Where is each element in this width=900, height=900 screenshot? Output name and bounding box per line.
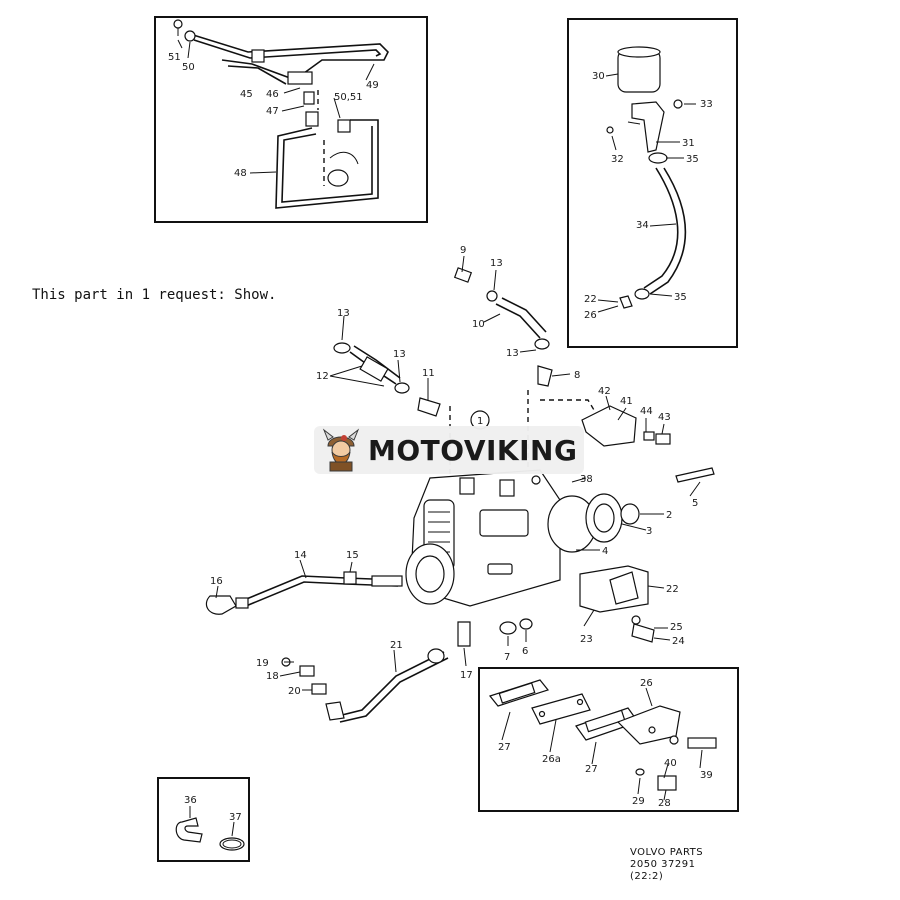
catalog-line-3: (22:2) xyxy=(630,871,664,882)
callout-2: 2 xyxy=(666,510,672,521)
callout-33: 33 xyxy=(700,99,713,110)
callout-46: 46 xyxy=(266,89,279,100)
callout-17: 17 xyxy=(460,670,473,681)
callout-23: 23 xyxy=(580,634,593,645)
callout-13-mid: 13 xyxy=(506,348,519,359)
request-note: This part in 1 request: Show. xyxy=(32,287,277,303)
callout-36: 36 xyxy=(184,795,197,806)
callout-19: 19 xyxy=(256,658,269,669)
catalog-line-2: 2050 37291 xyxy=(630,859,696,870)
callout-22: 22 xyxy=(666,584,679,595)
callout-30: 30 xyxy=(592,71,605,82)
callout-4: 4 xyxy=(602,546,608,557)
motoviking-logo: MOTOVIKING xyxy=(314,426,584,474)
callout-13-lower: 13 xyxy=(393,349,406,360)
catalog-line-1: VOLVO PARTS xyxy=(630,847,704,858)
callout-38: 38 xyxy=(580,474,593,485)
callout-40: 40 xyxy=(664,758,677,769)
callout-43: 43 xyxy=(658,412,671,423)
callout-44: 44 xyxy=(640,406,653,417)
inset-flange-assembly: 26 27 26a 27 40 39 29 28 xyxy=(478,667,739,812)
callout-27-left: 27 xyxy=(498,742,511,753)
callout-41: 41 xyxy=(620,396,633,407)
callout-35-top: 35 xyxy=(686,154,699,165)
callout-49: 49 xyxy=(366,80,379,91)
callout-35-bottom: 35 xyxy=(674,292,687,303)
callout-45: 45 xyxy=(240,89,253,100)
callout-5: 5 xyxy=(692,498,698,509)
callout-9: 9 xyxy=(460,245,466,256)
callout-12: 12 xyxy=(316,371,329,382)
callout-10: 10 xyxy=(472,319,485,330)
callout-50-51: 50,51 xyxy=(334,92,363,103)
callout-26-inset: 26 xyxy=(584,310,597,321)
callout-15: 15 xyxy=(346,550,359,561)
callout-51: 51 xyxy=(168,52,181,63)
callout-7: 7 xyxy=(504,652,510,663)
callout-13-left: 13 xyxy=(337,308,350,319)
callout-50: 50 xyxy=(182,62,195,73)
callout-34: 34 xyxy=(636,220,649,231)
callout-47: 47 xyxy=(266,106,279,117)
logo-brand-text: MOTOVIKING xyxy=(368,433,578,467)
callout-22-inset: 22 xyxy=(584,294,597,305)
inset-oil-pipe-assembly: 51 50 49 45 46 50,51 47 48 xyxy=(154,16,428,223)
callout-29: 29 xyxy=(632,796,645,807)
callout-48: 48 xyxy=(234,168,247,179)
callout-11: 11 xyxy=(422,368,435,379)
callout-37: 37 xyxy=(229,812,242,823)
callout-39: 39 xyxy=(700,770,713,781)
callout-8: 8 xyxy=(574,370,580,381)
callout-13-top: 13 xyxy=(490,258,503,269)
callout-25: 25 xyxy=(670,622,683,633)
callout-3: 3 xyxy=(646,526,652,537)
main-compressor-assembly: 1 xyxy=(205,245,715,723)
inset-air-filter-assembly: 30 33 31 32 35 34 35 22 26 xyxy=(567,18,738,348)
inset-clamp-ring: 36 37 xyxy=(157,777,250,862)
callout-26: 26 xyxy=(640,678,653,689)
catalog-reference: VOLVO PARTS 2050 37291 (22:2) xyxy=(630,847,703,883)
callout-24: 24 xyxy=(672,636,685,647)
callout-26a: 26a xyxy=(542,754,561,765)
callout-1: 1 xyxy=(477,416,483,427)
callout-14: 14 xyxy=(294,550,307,561)
callout-27-right: 27 xyxy=(585,764,598,775)
callout-21: 21 xyxy=(390,640,403,651)
callout-42: 42 xyxy=(598,386,611,397)
callout-32: 32 xyxy=(611,154,624,165)
callout-28: 28 xyxy=(658,798,671,809)
viking-mascot-icon xyxy=(322,428,360,472)
callout-16: 16 xyxy=(210,576,223,587)
callout-6: 6 xyxy=(522,646,528,657)
callout-18: 18 xyxy=(266,671,279,682)
callout-20: 20 xyxy=(288,686,301,697)
callout-31: 31 xyxy=(682,138,695,149)
